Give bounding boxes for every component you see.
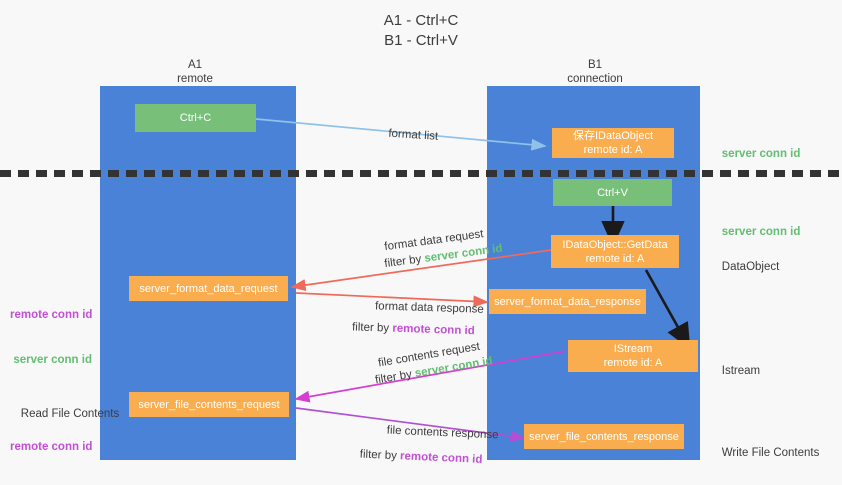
node-istream-sublabel: remote id: A (603, 357, 663, 369)
right-label-server-conn-id-second-text: server conn id (721, 226, 801, 238)
right-label-istream: Istream (709, 349, 760, 394)
left-label-read-file-contents-text: Read File Contents (20, 408, 120, 420)
node-server-format-data-response-label: server_format_data_response (494, 295, 641, 308)
node-server-file-contents-response-label: server_file_contents_response (529, 430, 679, 443)
filter-by-prefix: filter by (359, 448, 401, 463)
filter-by-prefix: filter by (383, 252, 426, 271)
remote-conn-id-highlight: remote conn id (399, 450, 483, 466)
node-save-idataobject[interactable]: 保存IDataObject remote id: A (552, 128, 674, 158)
node-server-format-data-response[interactable]: server_format_data_response (489, 289, 646, 314)
node-istream[interactable]: IStream remote id: A (568, 340, 698, 372)
column-header-b1: B1 connection (567, 59, 623, 85)
node-ctrl-v[interactable]: Ctrl+V (553, 179, 672, 206)
left-remote-conn-id-lower: remote conn id (10, 441, 93, 453)
node-idataobject-getdata-label: IDataObject::GetData (562, 238, 668, 251)
right-label-write-file-contents-text: Write File Contents (721, 447, 820, 459)
right-label-server-conn-id-second: server conn id (709, 210, 801, 255)
column-header-a1: A1 remote (177, 59, 213, 85)
right-label-server-conn-id-top: server conn id (709, 132, 801, 177)
node-save-idataobject-sublabel: remote id: A (583, 144, 643, 156)
server-conn-id-highlight: server conn id (413, 355, 494, 380)
right-label-dataobject: DataObject (709, 245, 780, 290)
edge-label-format-list: format list (374, 111, 439, 160)
right-label-server-conn-id-top-text: server conn id (721, 148, 801, 160)
left-label-conn-ids-upper: remote conn id server conn id (10, 278, 92, 398)
left-label-conn-ids-lower: remote conn id server conn id (10, 410, 92, 485)
filter-by-prefix: filter by (374, 368, 416, 387)
node-server-format-data-request[interactable]: server_format_data_request (129, 276, 288, 301)
right-label-write-file-contents: Write File Contents (709, 431, 820, 476)
right-label-istream-text: Istream (721, 365, 761, 377)
page-title: A1 - Ctrl+C B1 - Ctrl+V (383, 12, 459, 49)
node-server-format-data-request-label: server_format_data_request (139, 282, 278, 295)
dashed-divider (0, 170, 842, 177)
node-server-file-contents-request[interactable]: server_file_contents_request (129, 392, 289, 417)
right-label-dataobject-text: DataObject (721, 261, 780, 273)
node-ctrl-v-label: Ctrl+V (597, 186, 628, 199)
node-istream-label: IStream (613, 343, 653, 355)
left-label-read-file-contents: Read File Contents (8, 392, 119, 437)
left-server-conn-id-upper: server conn id (13, 354, 92, 366)
node-idataobject-getdata[interactable]: IDataObject::GetData remote id: A (551, 235, 679, 268)
left-remote-conn-id-upper: remote conn id (10, 309, 93, 321)
node-idataobject-getdata-sublabel: remote id: A (585, 252, 645, 265)
node-save-idataobject-label: 保存IDataObject (572, 130, 654, 142)
server-conn-id-highlight: server conn id (423, 242, 504, 265)
node-ctrl-c[interactable]: Ctrl+C (135, 104, 256, 132)
node-ctrl-c-label: Ctrl+C (179, 112, 212, 124)
node-server-file-contents-request-label: server_file_contents_request (138, 398, 280, 411)
edge-label-file-contents-response-filter: filter by remote conn id (346, 432, 483, 483)
filter-by-prefix: filter by (351, 321, 393, 335)
node-server-file-contents-response[interactable]: server_file_contents_response (524, 424, 684, 449)
edge-label-format-list-text: format list (388, 127, 439, 143)
